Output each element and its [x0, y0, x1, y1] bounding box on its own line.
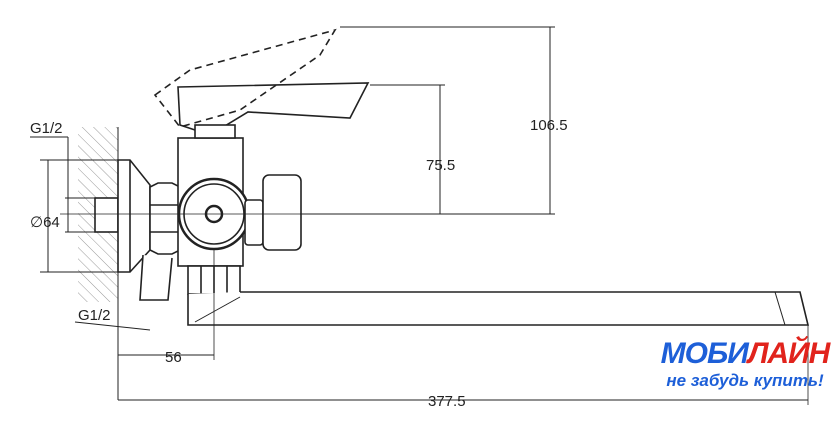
- lever-handle: [177, 82, 370, 136]
- spout: [187, 291, 810, 326]
- dim-thread-bottom: G1/2: [78, 307, 111, 324]
- diverter-knob: [262, 174, 302, 251]
- dim-height-body: 75.5: [426, 157, 455, 174]
- logo-brand-blue: МОБИ: [660, 337, 749, 370]
- dim-spout-length: 377.5: [428, 393, 466, 410]
- dim-height-total: 106.5: [530, 117, 568, 134]
- logo-brand-red: ЛАЙН: [747, 337, 831, 370]
- lever-raised-dashed: [153, 28, 337, 128]
- dim-thread-top: G1/2: [30, 120, 63, 137]
- hex-nut: [149, 182, 181, 255]
- wall-stub: [94, 197, 119, 233]
- dim-diameter: ∅64: [30, 214, 60, 231]
- dim-offset: 56: [165, 349, 182, 366]
- mobilain-logo: МОБИЛАЙН не забудь купить!: [655, 338, 835, 392]
- wall-flange: [117, 159, 151, 273]
- logo-tagline: не забудь купить!: [666, 371, 824, 390]
